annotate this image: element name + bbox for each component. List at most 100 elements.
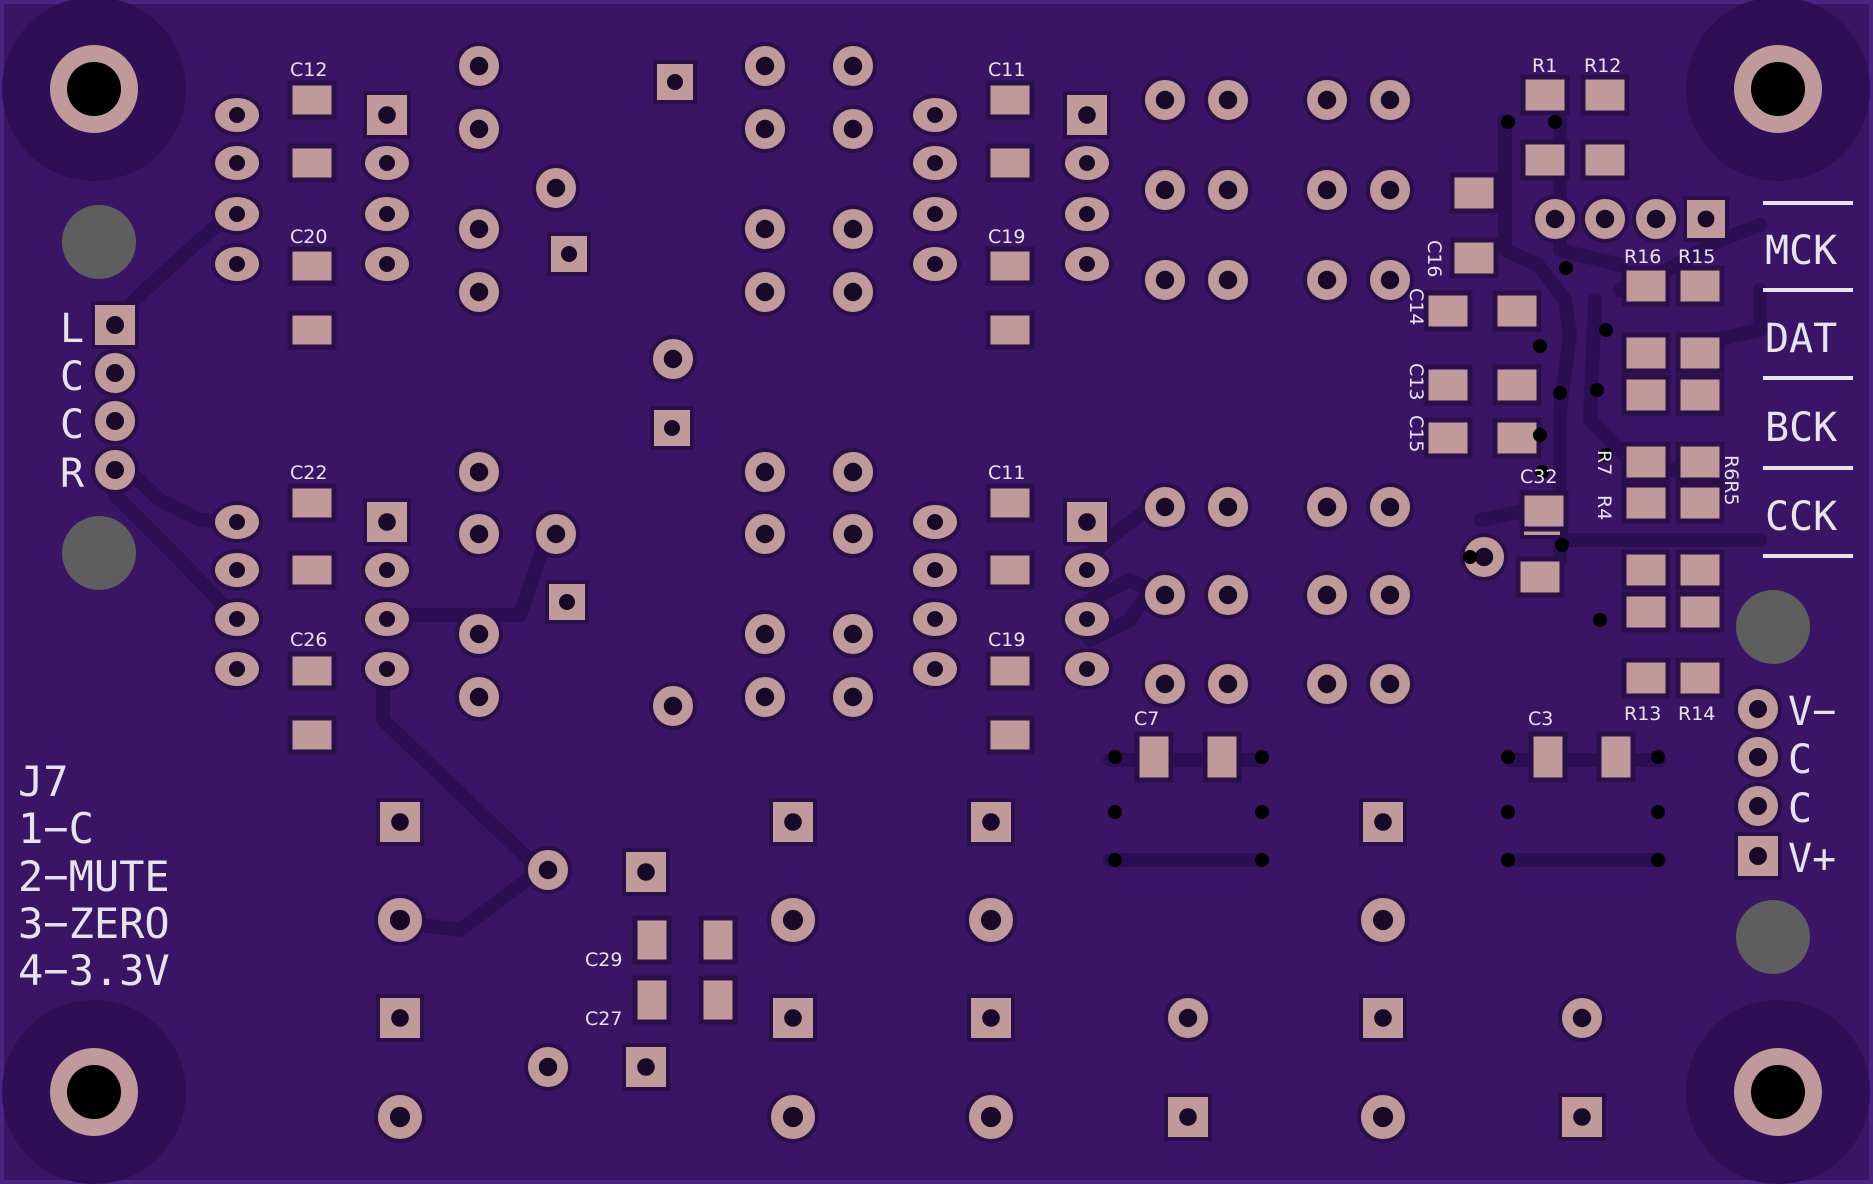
via [1255, 853, 1269, 867]
pad-drill [782, 909, 804, 931]
smd-pad [1621, 549, 1671, 591]
pad-drill [663, 349, 683, 369]
via [1255, 805, 1269, 819]
pad-drill [1372, 1106, 1394, 1128]
pad-drill [1079, 256, 1095, 272]
pad-drill [229, 206, 245, 222]
smd-pad [1675, 374, 1725, 416]
smd-pad [985, 143, 1035, 183]
left-connector-label-l: L [60, 306, 84, 352]
left-connector-label-c1: C [60, 354, 84, 400]
smd-pad [1621, 441, 1671, 483]
smd-pad [1520, 74, 1570, 116]
pad-drill [1372, 909, 1394, 931]
via [1599, 323, 1613, 337]
pad-drill [1317, 585, 1337, 605]
smd-pad [1675, 482, 1725, 524]
pad-drill [1317, 90, 1337, 110]
via [1255, 750, 1269, 764]
pad-drill [1317, 180, 1337, 200]
pad-drill [1317, 270, 1337, 290]
pad-drill [1079, 661, 1095, 677]
pad-drill [229, 611, 245, 627]
pad-drill [379, 256, 395, 272]
pad-drill [546, 524, 566, 544]
smd-pad [1621, 657, 1671, 699]
via [1651, 805, 1665, 819]
pad-drill [229, 562, 245, 578]
smd-pad [985, 80, 1035, 120]
j7-note-line-1: J7 [18, 757, 69, 806]
smd-pad [287, 80, 337, 120]
pad-drill [469, 462, 489, 482]
pad-drill [379, 155, 395, 171]
pad-drill [782, 1106, 804, 1128]
pad-drill [843, 119, 863, 139]
pad-drill [561, 246, 577, 262]
pad-drill [469, 687, 489, 707]
smd-pad [287, 143, 337, 183]
label-c7: C7 [1134, 708, 1159, 730]
pad-drill [755, 524, 775, 544]
pad-drill [1545, 209, 1565, 229]
pad-drill [469, 219, 489, 239]
label-r13: R13 [1624, 703, 1661, 725]
pad-drill [784, 1009, 802, 1027]
smd-pad [1621, 332, 1671, 374]
pad-drill [1218, 674, 1238, 694]
smd-pad [1520, 139, 1570, 181]
signal-label-bck: BCK [1765, 405, 1837, 451]
via [1599, 448, 1613, 462]
pad-drill [843, 462, 863, 482]
label-c19-bottom: C19 [988, 629, 1025, 651]
via [1501, 853, 1515, 867]
pad-drill [1380, 674, 1400, 694]
signal-label-dat: DAT [1765, 316, 1837, 362]
label-c26: C26 [290, 629, 327, 651]
label-c15: C15 [1405, 415, 1427, 452]
via [1108, 750, 1122, 764]
pad-drill [1374, 1009, 1392, 1027]
pad-drill [755, 219, 775, 239]
pad-drill [637, 1058, 655, 1076]
via [1463, 550, 1477, 564]
pad-drill [469, 624, 489, 644]
smd-pad [1621, 374, 1671, 416]
smd-pad [1492, 290, 1542, 332]
pad-drill [1079, 206, 1095, 222]
label-r12: R12 [1584, 55, 1621, 77]
pad-drill [1155, 585, 1175, 605]
label-c19-top: C19 [988, 226, 1025, 248]
pad-drill [1380, 90, 1400, 110]
smd-pad [1449, 172, 1499, 214]
smd-pad [632, 975, 672, 1025]
pad-drill [982, 1009, 1000, 1027]
pad-drill [1697, 210, 1715, 228]
label-r1: R1 [1532, 55, 1557, 77]
pad-drill [1179, 1108, 1197, 1126]
pad-drill [378, 513, 396, 531]
pad-drill [927, 661, 943, 677]
via [1501, 750, 1515, 764]
smd-pad [287, 246, 337, 286]
smd-pad [1621, 482, 1671, 524]
smd-pad [1675, 657, 1725, 699]
label-c32: C32 [1520, 466, 1557, 488]
label-c12: C12 [290, 59, 327, 81]
pad-drill [229, 514, 245, 530]
smd-pad [287, 715, 337, 755]
smd-pad [1492, 364, 1542, 406]
via [1108, 853, 1122, 867]
smd-pad [698, 915, 738, 965]
pad-drill [755, 119, 775, 139]
pad-drill [1474, 547, 1494, 567]
smd-pad [698, 975, 738, 1025]
smd-pad [1515, 556, 1565, 598]
smd-pad [287, 310, 337, 350]
smd-pad [1675, 591, 1725, 633]
smd-pad [287, 550, 337, 590]
smd-pad [985, 310, 1035, 350]
label-c14: C14 [1405, 288, 1427, 325]
pad-drill [1380, 270, 1400, 290]
